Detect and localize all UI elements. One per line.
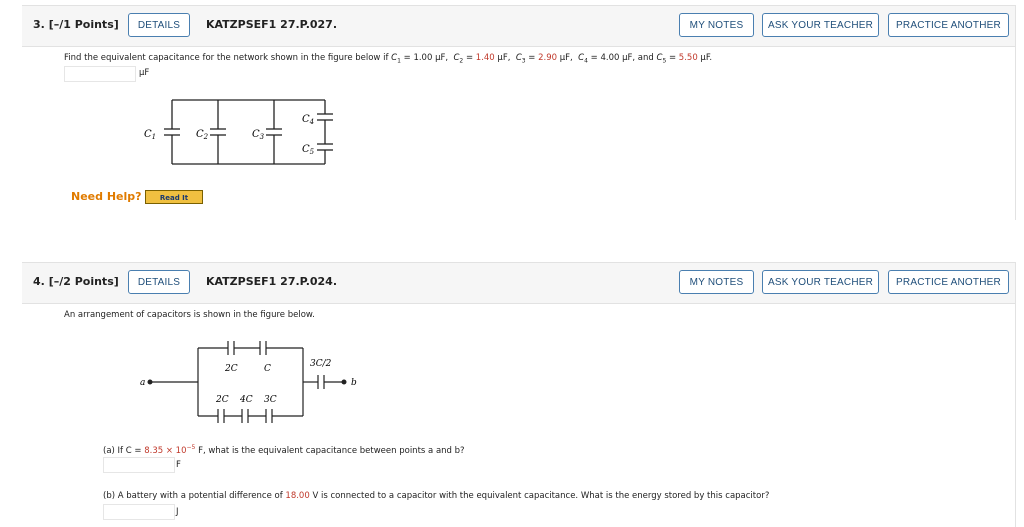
q4-part-b-text: (b) A battery with a potential differenc… [103,491,770,501]
q3-need-help: Need Help? [71,190,142,203]
q3-problem-code: KATZPSEF1 27.P.027. [206,18,338,31]
q4-part-b-input[interactable] [103,504,175,520]
q3-answer-unit: µF [139,68,150,78]
q3-read-it-button[interactable]: Read It [145,190,203,204]
q3-right-border [1015,5,1016,220]
q4-label-c-top: C [264,364,271,374]
q4-terminal-a [147,379,153,385]
q3-practice-another-button[interactable]: PRACTICE ANOTHER [888,13,1009,37]
q4-number-points: 4. [–/2 Points] [33,275,119,288]
q3-answer-input[interactable] [64,66,136,82]
q3-prompt: Find the equivalent capacitance for the … [64,53,713,65]
q4-circuit-figure: a b 2C C 2C 4C 3C 3C/2 [140,341,357,423]
q4-problem-code: KATZPSEF1 27.P.024. [206,275,338,288]
q3-label-c5: C5 [302,144,315,156]
q4-ask-teacher-button[interactable]: ASK YOUR TEACHER [762,270,879,294]
q3-header: 3. [–/1 Points] DETAILS KATZPSEF1 27.P.0… [22,5,1016,47]
q3-label-c4: C4 [302,114,314,126]
q4-practice-another-button[interactable]: PRACTICE ANOTHER [888,270,1009,294]
q3-label-c2: C2 [196,129,209,141]
q4-terminal-b [341,379,347,385]
q4-my-notes-button[interactable]: MY NOTES [679,270,754,294]
q3-my-notes-button[interactable]: MY NOTES [679,13,754,37]
q4-part-a-unit: F [176,460,181,470]
q4-prompt: An arrangement of capacitors is shown in… [64,310,315,320]
q4-part-b-unit: J [176,507,179,517]
q3-circuit-figure: C1 C2 C3 C4 C5 [144,99,333,165]
q4-details-button[interactable]: DETAILS [128,270,190,294]
q4-part-a-input[interactable] [103,457,175,473]
q4-label-b: b [351,378,357,388]
q3-number-points: 3. [–/1 Points] [33,18,119,31]
q3-label-c1: C1 [144,129,156,141]
q4-header: 4. [–/2 Points] DETAILS KATZPSEF1 27.P.0… [22,262,1016,304]
q4-label-3c-bottom: 3C [264,395,277,405]
q4-label-2c-bottom: 2C [215,395,229,405]
q4-label-2c-top: 2C [224,364,238,374]
q3-ask-teacher-button[interactable]: ASK YOUR TEACHER [762,13,879,37]
q4-right-border [1015,262,1016,527]
q3-details-button[interactable]: DETAILS [128,13,190,37]
q3-label-c3: C3 [252,129,265,141]
q4-part-a-text: (a) If C = 8.35 × 10−5 F, what is the eq… [103,444,465,456]
q4-label-4c-bottom: 4C [239,395,253,405]
q4-label-3c-half: 3C/2 [310,359,332,369]
q4-label-a: a [140,378,145,388]
